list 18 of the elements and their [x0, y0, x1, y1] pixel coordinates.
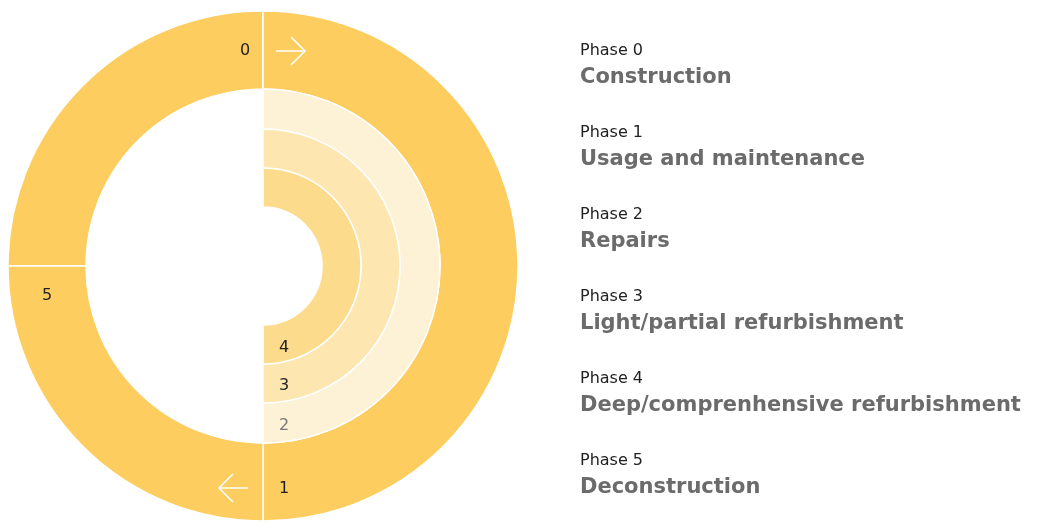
phase-name: Repairs — [580, 228, 670, 252]
phase-number: 2 — [279, 416, 290, 434]
phase-name: Usage and maintenance — [580, 146, 866, 170]
phase-name: Deep/comprenhensive refurbishment — [580, 392, 1021, 416]
phase-label: Phase 0 — [580, 40, 644, 59]
phase-name: Deconstruction — [580, 474, 761, 498]
phase-label: Phase 4 — [580, 368, 644, 387]
phase-label: Phase 2 — [580, 204, 644, 223]
phase-label: Phase 5 — [580, 450, 644, 469]
phase-label: Phase 1 — [580, 122, 644, 141]
phase-number: 3 — [279, 376, 290, 394]
phase-number: 5 — [42, 286, 53, 304]
phase-number: 4 — [279, 338, 290, 356]
phase-number: 1 — [279, 479, 290, 497]
phase-name: Construction — [580, 64, 732, 88]
phase-name: Light/partial refurbishment — [580, 310, 904, 334]
phase-label: Phase 3 — [580, 286, 644, 305]
phase-number: 0 — [240, 41, 251, 59]
